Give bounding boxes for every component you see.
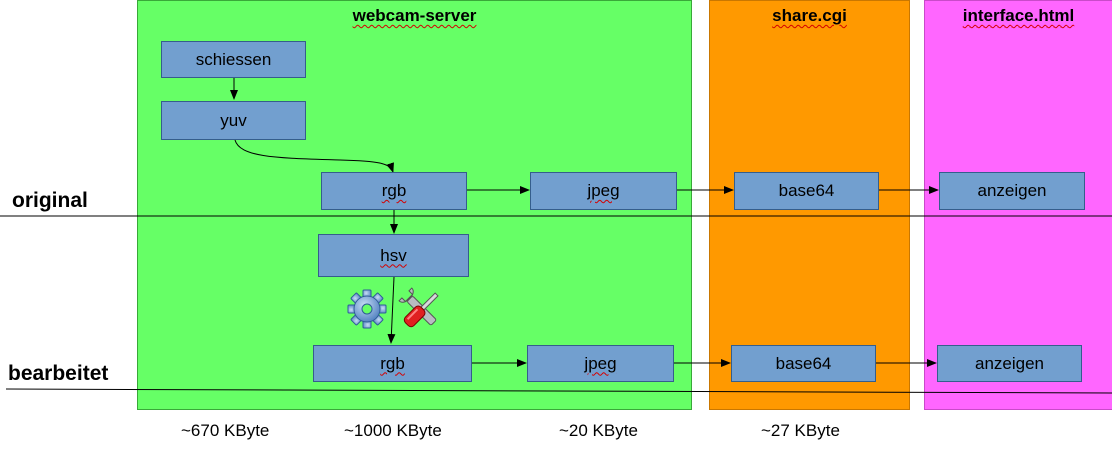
node-anzeigen-original: anzeigen (939, 172, 1085, 210)
node-yuv-label: yuv (220, 110, 247, 130)
row-label-original: original (12, 189, 88, 212)
row-label-bearbeitet: bearbeitet (8, 362, 109, 385)
arrow-hsv-rgb (387, 276, 396, 344)
node-schiessen: schiessen (161, 41, 306, 78)
size-base64: ~27 KByte (761, 421, 840, 440)
node-jpeg-original-label: jpeg (587, 181, 620, 200)
bearbeitet-divider-line (5, 388, 1112, 394)
node-hsv-label: hsv (380, 245, 407, 265)
node-rgb-bearbeitet: rgb (313, 345, 472, 382)
interface-html-title: interface.html (962, 6, 1075, 25)
gear-icon (347, 289, 387, 329)
node-base64-original-label: base64 (778, 181, 835, 200)
wrench-screwdriver-icon (398, 287, 439, 328)
node-anzeigen-original-label: anzeigen (977, 181, 1047, 200)
node-jpeg-bearbeitet-label: jpeg (584, 353, 617, 373)
node-anzeigen-bearbeitet: anzeigen (937, 345, 1082, 382)
node-base64-original: base64 (734, 172, 879, 210)
share-cgi-title: share.cgi (772, 6, 847, 25)
webcam-server-title: webcam-server (352, 6, 477, 25)
node-jpeg-bearbeitet: jpeg (527, 345, 674, 382)
size-rgb: ~1000 KByte (344, 421, 442, 440)
node-rgb-original-label: rgb (381, 181, 407, 200)
node-rgb-original: rgb (321, 172, 467, 210)
node-hsv: hsv (318, 234, 469, 277)
size-yuv: ~670 KByte (181, 421, 270, 440)
node-jpeg-original: jpeg (530, 172, 677, 210)
node-anzeigen-bearbeitet-label: anzeigen (974, 353, 1044, 373)
size-jpeg: ~20 KByte (559, 421, 638, 440)
node-schiessen-label: schiessen (195, 49, 272, 69)
node-yuv: yuv (161, 101, 306, 140)
arrow-yuv-rgb (234, 139, 394, 173)
node-base64-bearbeitet-label: base64 (775, 353, 832, 373)
node-base64-bearbeitet: base64 (731, 345, 876, 382)
node-rgb-bearbeitet-label: rgb (380, 353, 405, 373)
